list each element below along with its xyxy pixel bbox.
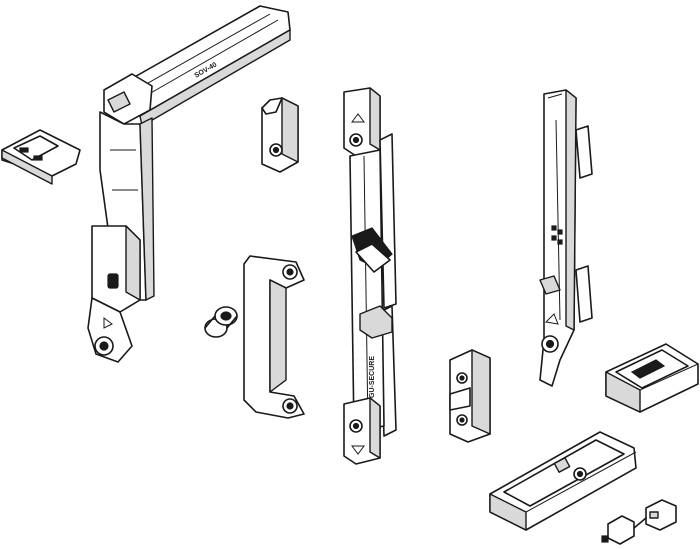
keeper-block-part: [261, 97, 299, 173]
locking-bar-part: GU-SECURE: [343, 87, 397, 465]
u-bracket-part: [243, 255, 305, 419]
locking-bar-label: GU-SECURE: [369, 356, 376, 398]
end-cap-clip-part: [1, 129, 81, 185]
corner-drive-part: SOV-40: [87, 5, 291, 363]
double-keeper-part: [449, 349, 491, 443]
slide-bar-part: [539, 89, 593, 387]
small-connector-part: [601, 499, 677, 545]
cap-housing-part: [605, 343, 699, 413]
guide-rail-part: [489, 431, 637, 531]
hex-socket-part: [204, 306, 238, 338]
